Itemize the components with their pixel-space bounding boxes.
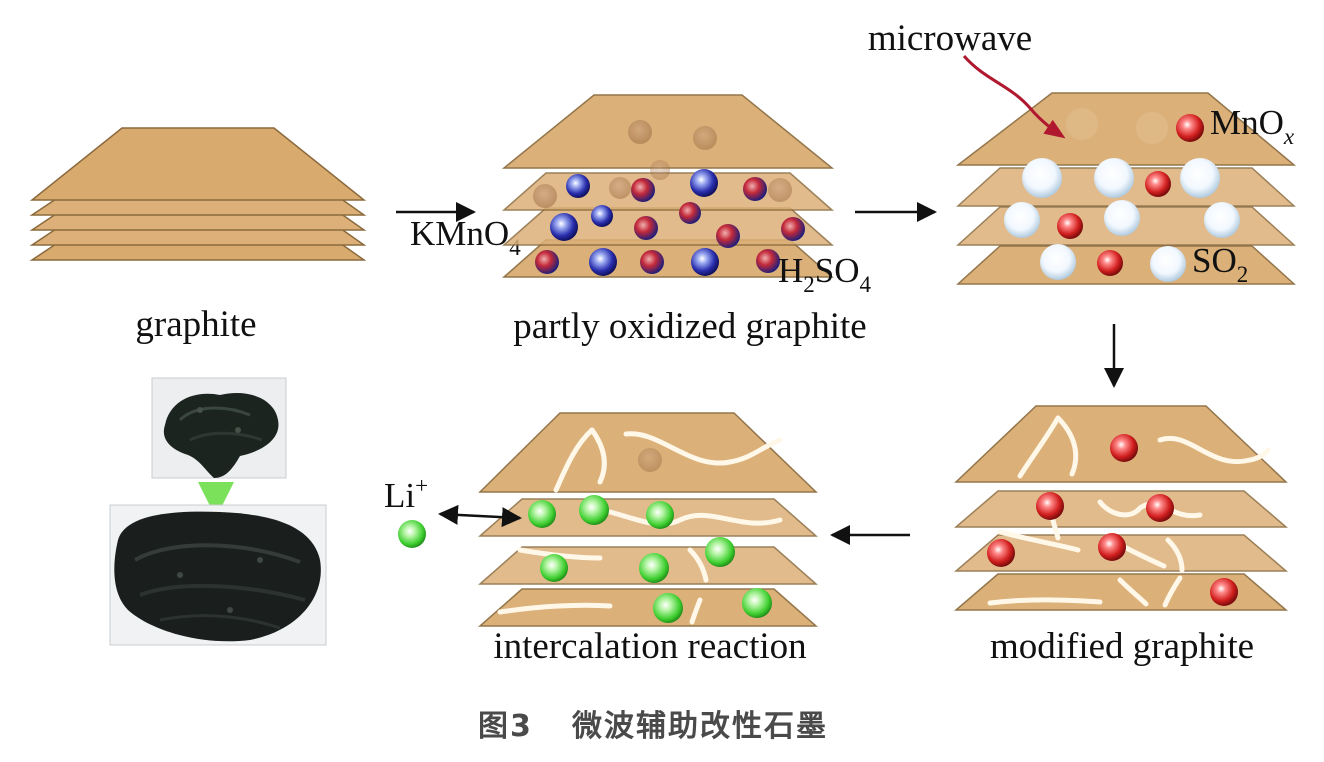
intercalation-label: intercalation reaction	[493, 626, 806, 667]
partly-oxidized-stack	[501, 94, 835, 278]
figure-number: 图3	[478, 709, 533, 744]
h2so4-label: H2SO4	[778, 251, 872, 297]
graphite-photo-bottom	[109, 504, 327, 646]
graphite-label: graphite	[135, 304, 256, 345]
partly-oxidized-label: partly oxidized graphite	[513, 306, 866, 347]
graphite-stack	[29, 127, 367, 261]
microwave-arrow	[962, 55, 1066, 139]
microwave-stack	[955, 92, 1297, 285]
kmno4-label: KMnO4	[410, 214, 521, 260]
figure-caption: 微波辅助改性石墨	[571, 709, 828, 744]
intercalation-stack	[478, 412, 818, 627]
so2-label: SO2	[1192, 241, 1248, 287]
microwave-label: microwave	[868, 18, 1032, 59]
li-ion	[398, 520, 426, 548]
modified-graphite-stack	[953, 405, 1289, 611]
li-double-arrow	[438, 504, 522, 528]
mnox-label: MnOx	[1210, 103, 1295, 149]
li-label: Li+	[384, 473, 428, 515]
modified-graphite-label: modified graphite	[990, 626, 1254, 667]
graphite-photo-top	[151, 377, 287, 479]
